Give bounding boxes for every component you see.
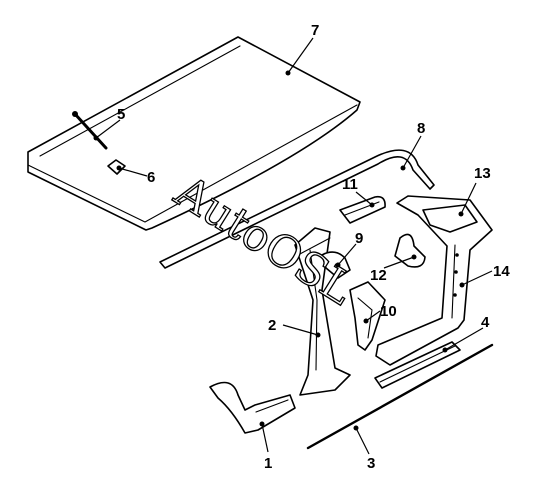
- callout-12: 12: [370, 267, 387, 284]
- part-b-pillar: [294, 227, 351, 396]
- callout-6: 6: [147, 169, 155, 186]
- part-quarter-lower: [209, 381, 296, 434]
- callout-11: 11: [342, 176, 358, 193]
- part-clip: [107, 159, 126, 175]
- callout-13: 13: [474, 165, 491, 182]
- part-drip-molding: [159, 149, 435, 269]
- callout-leaders: [93, 37, 493, 455]
- callout-3: 3: [367, 455, 375, 472]
- callout-10: 10: [380, 303, 397, 320]
- callout-1: 1: [264, 455, 272, 472]
- callout-8: 8: [417, 120, 425, 137]
- part-a-pillar-frame: [375, 195, 493, 366]
- callout-14: 14: [493, 263, 510, 280]
- part-upper-bracket: [339, 195, 386, 224]
- part-roof-panel: [27, 36, 361, 231]
- part-curved-reinforcement: [394, 233, 426, 268]
- callout-7: 7: [311, 22, 319, 39]
- part-weatherstrip-rod: [306, 343, 494, 450]
- part-sill-trim: [374, 341, 461, 389]
- callout-labels: 1 2 3 4 5 6 7 8 9 10 11 12 13 14: [117, 22, 510, 472]
- part-antenna: [72, 111, 108, 150]
- callout-2: 2: [268, 317, 276, 334]
- callout-4: 4: [481, 314, 490, 331]
- callout-5: 5: [117, 106, 125, 123]
- callout-9: 9: [355, 230, 363, 247]
- watermark: AutoOSL: [165, 166, 362, 316]
